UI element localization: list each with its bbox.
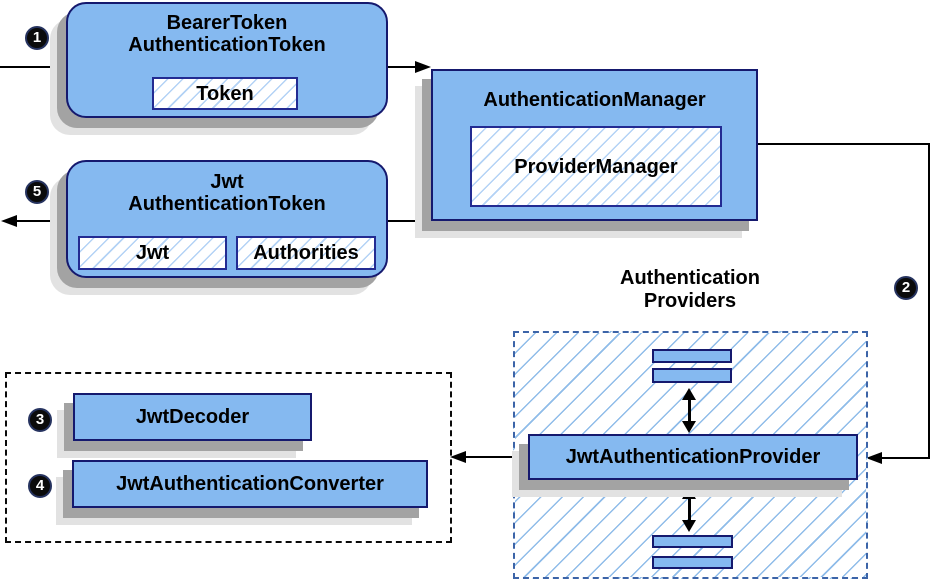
decoder-converter-container	[5, 372, 452, 543]
authorities-slot-label: Authorities	[253, 242, 359, 264]
manager-to-jwt-line	[388, 220, 431, 222]
step-4-badge: 4	[28, 474, 52, 498]
step-1-number: 1	[32, 29, 42, 46]
provider-manager-label: ProviderManager	[514, 155, 678, 178]
bearer-to-manager-line	[386, 66, 416, 68]
step-2-badge: 2	[894, 276, 918, 300]
authentication-providers-label-line1: Authentication	[620, 267, 760, 289]
jwt-token-title: Jwt AuthenticationToken	[68, 171, 386, 215]
arrowhead-left-icon	[1, 215, 17, 227]
arrowhead-down-icon	[682, 520, 696, 532]
step-5-number: 5	[32, 183, 42, 200]
token-slot-label: Token	[196, 82, 254, 105]
double-arrow-line-top	[688, 398, 691, 423]
token-slot: Token	[152, 77, 298, 110]
double-arrow-line-bottom	[688, 497, 691, 522]
jwt-slot: Jwt	[78, 236, 227, 270]
manager-to-provider-line-top	[758, 143, 930, 145]
provider-placeholder-rect	[652, 556, 733, 569]
bearer-token-title-line1: BearerToken	[166, 12, 288, 34]
provider-placeholder-rect	[652, 368, 732, 383]
jwt-decoder-node: JwtDecoder	[73, 393, 312, 441]
manager-to-provider-line-right	[928, 143, 930, 459]
jwt-outgoing-line	[14, 220, 66, 222]
step-3-badge: 3	[28, 408, 52, 432]
step-1-badge: 1	[25, 26, 49, 50]
manager-to-provider-line-bottom	[880, 457, 928, 459]
jwt-authentication-provider-node: JwtAuthenticationProvider	[528, 434, 858, 480]
authentication-providers-label-line2: Providers	[643, 290, 737, 312]
authentication-providers-label: Authentication Providers	[565, 267, 815, 313]
jwt-authentication-converter-node: JwtAuthenticationConverter	[72, 460, 428, 508]
step-5-badge: 5	[25, 180, 49, 204]
provider-placeholder-rect	[652, 535, 733, 548]
jwt-authentication-provider-label: JwtAuthenticationProvider	[565, 446, 821, 468]
authorities-slot: Authorities	[236, 236, 376, 270]
arrowhead-left-icon	[450, 451, 466, 463]
provider-placeholder-rect	[652, 349, 732, 363]
step-2-number: 2	[901, 279, 911, 296]
step-3-number: 3	[35, 411, 45, 428]
authentication-manager-title: AuthenticationManager	[483, 89, 706, 111]
jwt-decoder-label: JwtDecoder	[135, 406, 250, 428]
provider-to-converter-line	[466, 456, 528, 458]
jwt-token-title-line2: AuthenticationToken	[128, 193, 326, 215]
arrowhead-right-icon	[415, 61, 431, 73]
step-4-number: 4	[35, 477, 45, 494]
bearer-token-title-line2: AuthenticationToken	[128, 34, 326, 56]
arrowhead-left-icon	[866, 452, 882, 464]
arrowhead-up-icon	[682, 388, 696, 400]
bearer-token-title: BearerToken AuthenticationToken	[68, 12, 386, 56]
arrowhead-down-icon	[682, 421, 696, 433]
bearer-token-authentication-token-node: BearerToken AuthenticationToken	[66, 2, 388, 118]
jwt-token-title-line1: Jwt	[210, 171, 244, 193]
provider-manager-slot: ProviderManager	[470, 126, 722, 207]
arrowhead-up-icon	[682, 487, 696, 499]
jwt-slot-label: Jwt	[135, 242, 170, 264]
jwt-authentication-converter-label: JwtAuthenticationConverter	[116, 473, 384, 495]
incoming-request-line	[0, 66, 66, 68]
